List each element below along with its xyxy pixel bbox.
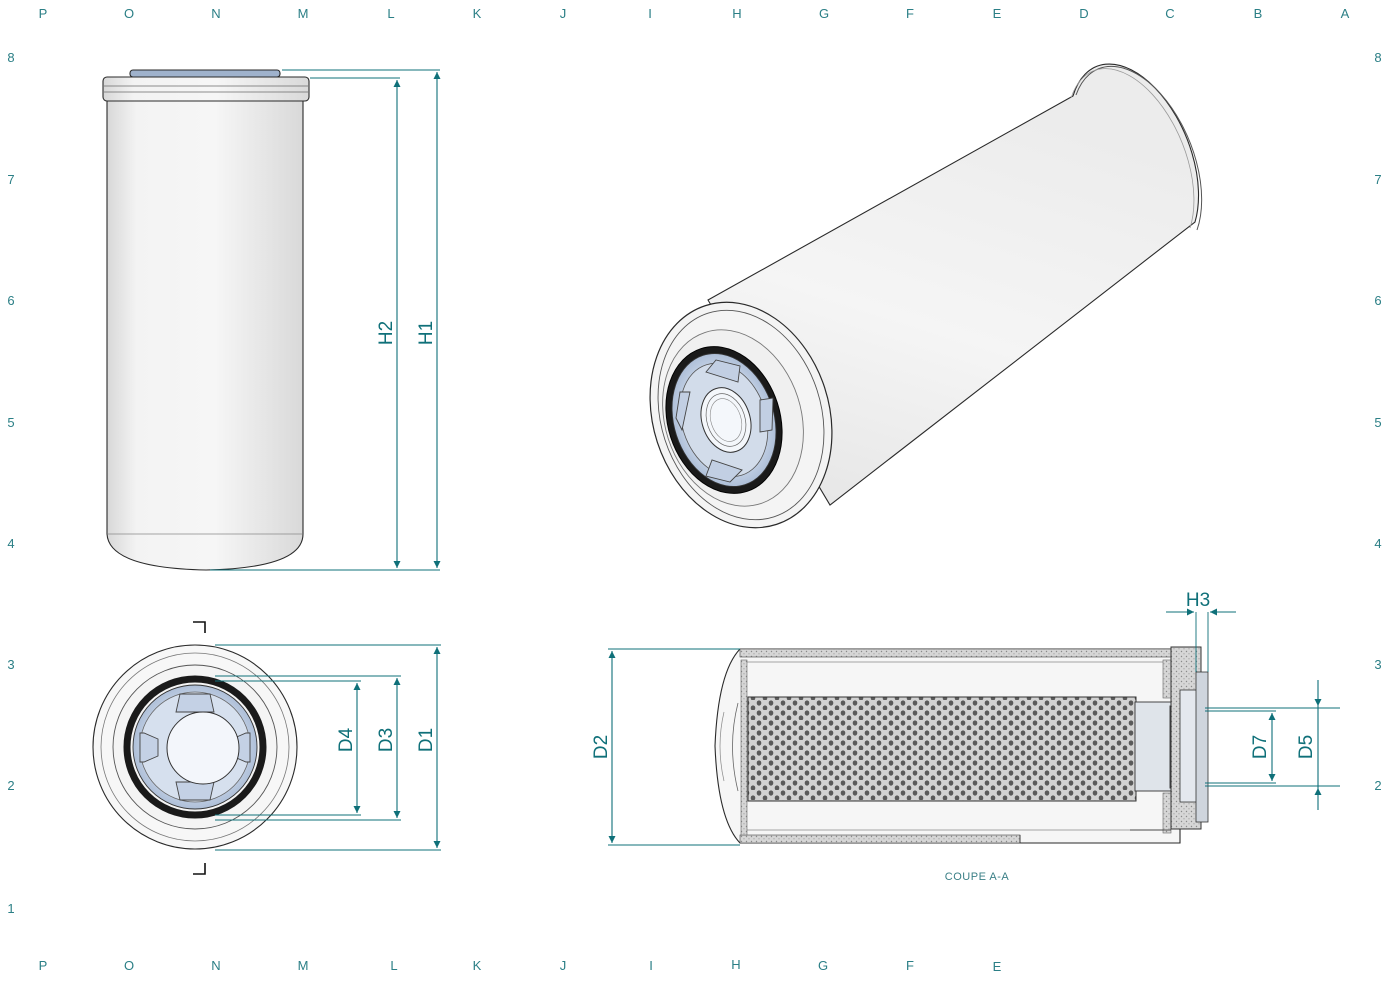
grid-row-label: 2 <box>7 778 14 793</box>
grid-row-label: 5 <box>7 415 14 430</box>
grid-col-label: N <box>211 958 220 973</box>
grid-col-label: C <box>1165 6 1174 21</box>
dimension-d7: D7 <box>1205 710 1276 784</box>
dim-label-h2: H2 <box>376 321 397 345</box>
dim-label-d1: D1 <box>416 728 437 752</box>
grid-col-label: F <box>906 958 914 973</box>
grid-row-label: 4 <box>7 536 14 551</box>
side-view <box>102 69 310 571</box>
dimension-h2: H2 <box>310 77 401 568</box>
top-port-flange <box>129 69 281 78</box>
grid-col-label: P <box>39 958 48 973</box>
dim-label-d5: D5 <box>1296 735 1317 759</box>
end-view-bore <box>166 711 240 785</box>
grid-row-label: 1 <box>7 901 14 916</box>
grid-col-label: G <box>819 6 829 21</box>
grid-columns-bottom: P O N M L K J I H G F E <box>39 957 1002 974</box>
grid-row-label: 6 <box>1374 293 1381 308</box>
dimension-d4: D4 <box>215 680 361 816</box>
section-caption: COUPE A-A <box>945 871 1010 883</box>
end-view <box>92 644 298 850</box>
grid-rows-left: 8 7 6 5 4 3 2 1 <box>7 50 14 916</box>
grid-row-label: 6 <box>7 293 14 308</box>
grid-col-label: A <box>1341 6 1350 21</box>
grid-col-label: K <box>473 6 482 21</box>
end-view-gasket <box>123 675 267 819</box>
grid-row-label: 2 <box>1374 778 1381 793</box>
dim-label-d2: D2 <box>591 735 612 759</box>
iso-thread-bore <box>700 387 752 453</box>
grid-col-label: H <box>732 6 741 21</box>
grid-col-label: F <box>906 6 914 21</box>
grid-col-label: L <box>387 6 394 21</box>
grid-col-label: O <box>124 6 134 21</box>
grid-col-label: D <box>1079 6 1088 21</box>
grid-col-label: P <box>39 6 48 21</box>
grid-col-label: N <box>211 6 220 21</box>
grid-row-label: 4 <box>1374 536 1381 551</box>
grid-col-label: M <box>298 958 309 973</box>
dimension-h3: H3 <box>1166 590 1236 672</box>
dim-label-h1: H1 <box>416 321 437 345</box>
grid-columns-top: P O N M L K J I H G F E D C B A <box>39 6 1350 21</box>
dim-label-d7: D7 <box>1250 735 1271 759</box>
section-cut-markers <box>193 621 206 875</box>
dim-label-d4: D4 <box>336 727 357 752</box>
grid-col-label: L <box>390 958 397 973</box>
grid-col-label: K <box>473 958 482 973</box>
filter-body <box>106 100 304 571</box>
perforated-core <box>747 696 1137 802</box>
grid-col-label: H <box>731 957 740 972</box>
grid-col-label: E <box>993 6 1002 21</box>
dimension-d2: D2 <box>591 648 740 846</box>
grid-rows-right: 8 7 6 5 4 3 2 <box>1374 50 1381 793</box>
grid-row-label: 3 <box>1374 657 1381 672</box>
port-sleeve <box>1134 701 1176 792</box>
grid-col-label: G <box>818 958 828 973</box>
grid-row-label: 8 <box>7 50 14 65</box>
grid-col-label: O <box>124 958 134 973</box>
grid-col-label: E <box>993 959 1002 974</box>
grid-row-label: 7 <box>7 172 14 187</box>
grid-row-label: 3 <box>7 657 14 672</box>
dim-label-h3: H3 <box>1186 590 1210 611</box>
grid-col-label: I <box>648 6 652 21</box>
top-cap <box>102 76 310 102</box>
grid-col-label: J <box>560 958 567 973</box>
dimension-d3: D3 <box>215 675 401 821</box>
grid-row-label: 5 <box>1374 415 1381 430</box>
grid-row-label: 7 <box>1374 172 1381 187</box>
section-view <box>714 646 1209 844</box>
dimension-d1: D1 <box>215 644 441 851</box>
isometric-view <box>649 63 1203 529</box>
dimension-h1: H1 <box>210 69 441 571</box>
iso-port-ribs <box>675 359 774 483</box>
dimension-d5: D5 <box>1205 680 1340 810</box>
grid-col-label: J <box>560 6 567 21</box>
grid-col-label: M <box>298 6 309 21</box>
grid-col-label: B <box>1254 6 1263 21</box>
grid-row-label: 8 <box>1374 50 1381 65</box>
grid-col-label: I <box>649 958 653 973</box>
dim-label-d3: D3 <box>376 728 397 752</box>
